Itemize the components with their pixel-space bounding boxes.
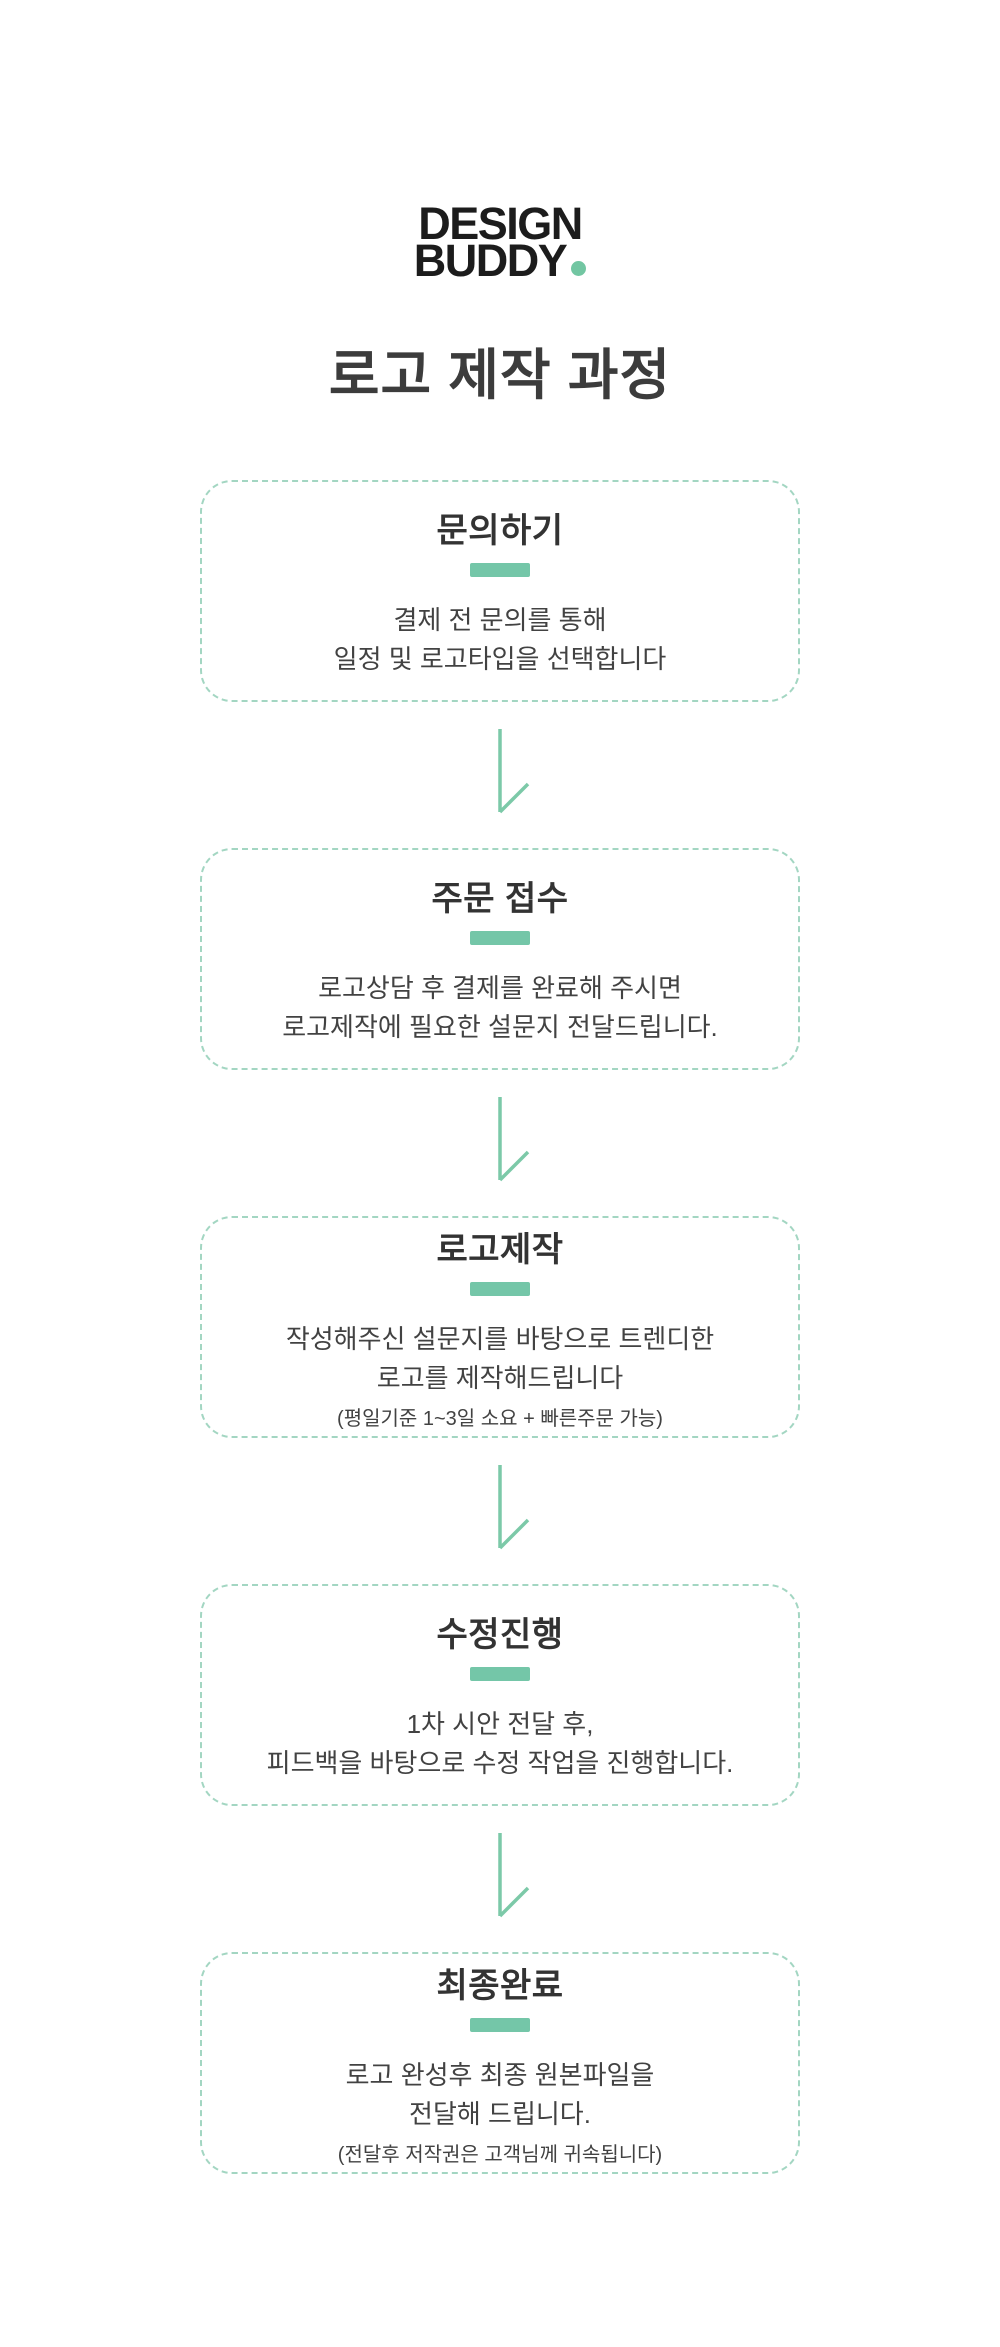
- down-arrow-icon: [469, 1096, 531, 1182]
- step-description: 로고 완성후 최종 원본파일을 전달해 드립니다.: [346, 2056, 655, 2134]
- step-description-line: 로고상담 후 결제를 완료해 주시면: [318, 972, 682, 1003]
- step-description: 결제 전 문의를 통해 일정 및 로고타입을 선택합니다: [334, 601, 667, 679]
- page-title: 로고 제작 과정: [328, 343, 672, 406]
- step-divider-bar: [470, 1282, 530, 1297]
- step-description: 1차 시안 전달 후, 피드백을 바탕으로 수정 작업을 진행합니다.: [267, 1705, 734, 1783]
- step-title: 문의하기: [436, 511, 564, 550]
- step-description-line: 전달해 드립니다.: [409, 2099, 591, 2130]
- step-description-line: 결제 전 문의를 통해: [393, 604, 607, 635]
- step-title: 로고제작: [436, 1231, 564, 1270]
- step-card-production: 로고제작 작성해주신 설문지를 바탕으로 트렌디한 로고를 제작해드립니다 (평…: [200, 1215, 800, 1438]
- logo-dot-icon: [571, 260, 587, 276]
- step-note: (전달후 저작권은 고객님께 귀속됩니다): [337, 2144, 663, 2167]
- step-title: 최종완료: [436, 1967, 564, 2006]
- step-description: 로고상담 후 결제를 완료해 주시면 로고제작에 필요한 설문지 전달드립니다.: [282, 969, 718, 1047]
- step-description-line: 일정 및 로고타입을 선택합니다: [333, 643, 667, 674]
- design-buddy-logo: DESIGN BUDDY: [0, 0, 1000, 283]
- step-description-line: 피드백을 바탕으로 수정 작업을 진행합니다.: [266, 1747, 734, 1778]
- step-description: 작성해주신 설문지를 바탕으로 트렌디한 로고를 제작해드립니다: [286, 1320, 714, 1398]
- step-title: 수정진행: [436, 1615, 564, 1654]
- logo-line-2: BUDDY: [0, 238, 1000, 283]
- logo-line-1: DESIGN: [418, 198, 583, 249]
- step-description-line: 1차 시안 전달 후,: [406, 1708, 594, 1739]
- step-title: 주문 접수: [431, 879, 569, 918]
- step-description-line: 로고 완성후 최종 원본파일을: [345, 2060, 655, 2091]
- step-card-final: 최종완료 로고 완성후 최종 원본파일을 전달해 드립니다. (전달후 저작권은…: [200, 1951, 800, 2174]
- process-flow: 문의하기 결제 전 문의를 통해 일정 및 로고타입을 선택합니다 주문 접수 …: [0, 479, 1000, 2174]
- step-description-line: 로고를 제작해드립니다: [376, 1363, 624, 1394]
- step-card-inquiry: 문의하기 결제 전 문의를 통해 일정 및 로고타입을 선택합니다: [200, 479, 800, 702]
- step-note: (평일기준 1~3일 소요 + 빠른주문 가능): [337, 1408, 663, 1431]
- step-card-order: 주문 접수 로고상담 후 결제를 완료해 주시면 로고제작에 필요한 설문지 전…: [200, 847, 800, 1070]
- down-arrow-icon: [469, 1464, 531, 1550]
- step-divider-bar: [470, 562, 530, 577]
- step-description-line: 작성해주신 설문지를 바탕으로 트렌디한: [285, 1324, 715, 1355]
- down-arrow-icon: [469, 728, 531, 814]
- step-description-line: 로고제작에 필요한 설문지 전달드립니다.: [282, 1011, 718, 1042]
- step-divider-bar: [470, 1666, 530, 1681]
- step-divider-bar: [470, 930, 530, 945]
- page-header: DESIGN BUDDY 로고 제작 과정: [0, 0, 1000, 410]
- step-divider-bar: [470, 2018, 530, 2033]
- down-arrow-icon: [469, 1832, 531, 1918]
- step-card-revision: 수정진행 1차 시안 전달 후, 피드백을 바탕으로 수정 작업을 진행합니다.: [200, 1583, 800, 1806]
- logo-line-2-text: BUDDY: [413, 234, 568, 286]
